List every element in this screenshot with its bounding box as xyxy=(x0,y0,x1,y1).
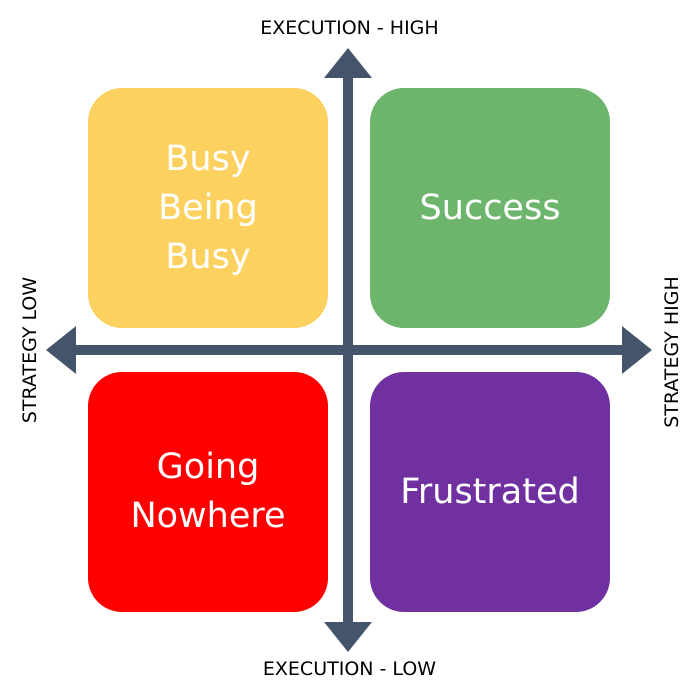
arrow-right-icon xyxy=(622,326,652,374)
horizontal-axis xyxy=(74,345,626,355)
quadrant-busy-being-busy: Busy Being Busy xyxy=(88,88,328,328)
arrow-down-icon xyxy=(324,622,372,652)
axis-label-strategy-low: STRATEGY LOW xyxy=(19,276,41,424)
quadrant-going-nowhere: Going Nowhere xyxy=(88,372,328,612)
axis-label-execution-low: EXECUTION - LOW xyxy=(262,658,437,680)
arrow-left-icon xyxy=(46,326,76,374)
axis-label-strategy-high: STRATEGY HIGH xyxy=(661,276,683,428)
axis-label-execution-high: EXECUTION - HIGH xyxy=(260,17,439,39)
quadrant-success: Success xyxy=(370,88,610,328)
quadrant-frustrated: Frustrated xyxy=(370,372,610,612)
arrow-up-icon xyxy=(324,48,372,78)
